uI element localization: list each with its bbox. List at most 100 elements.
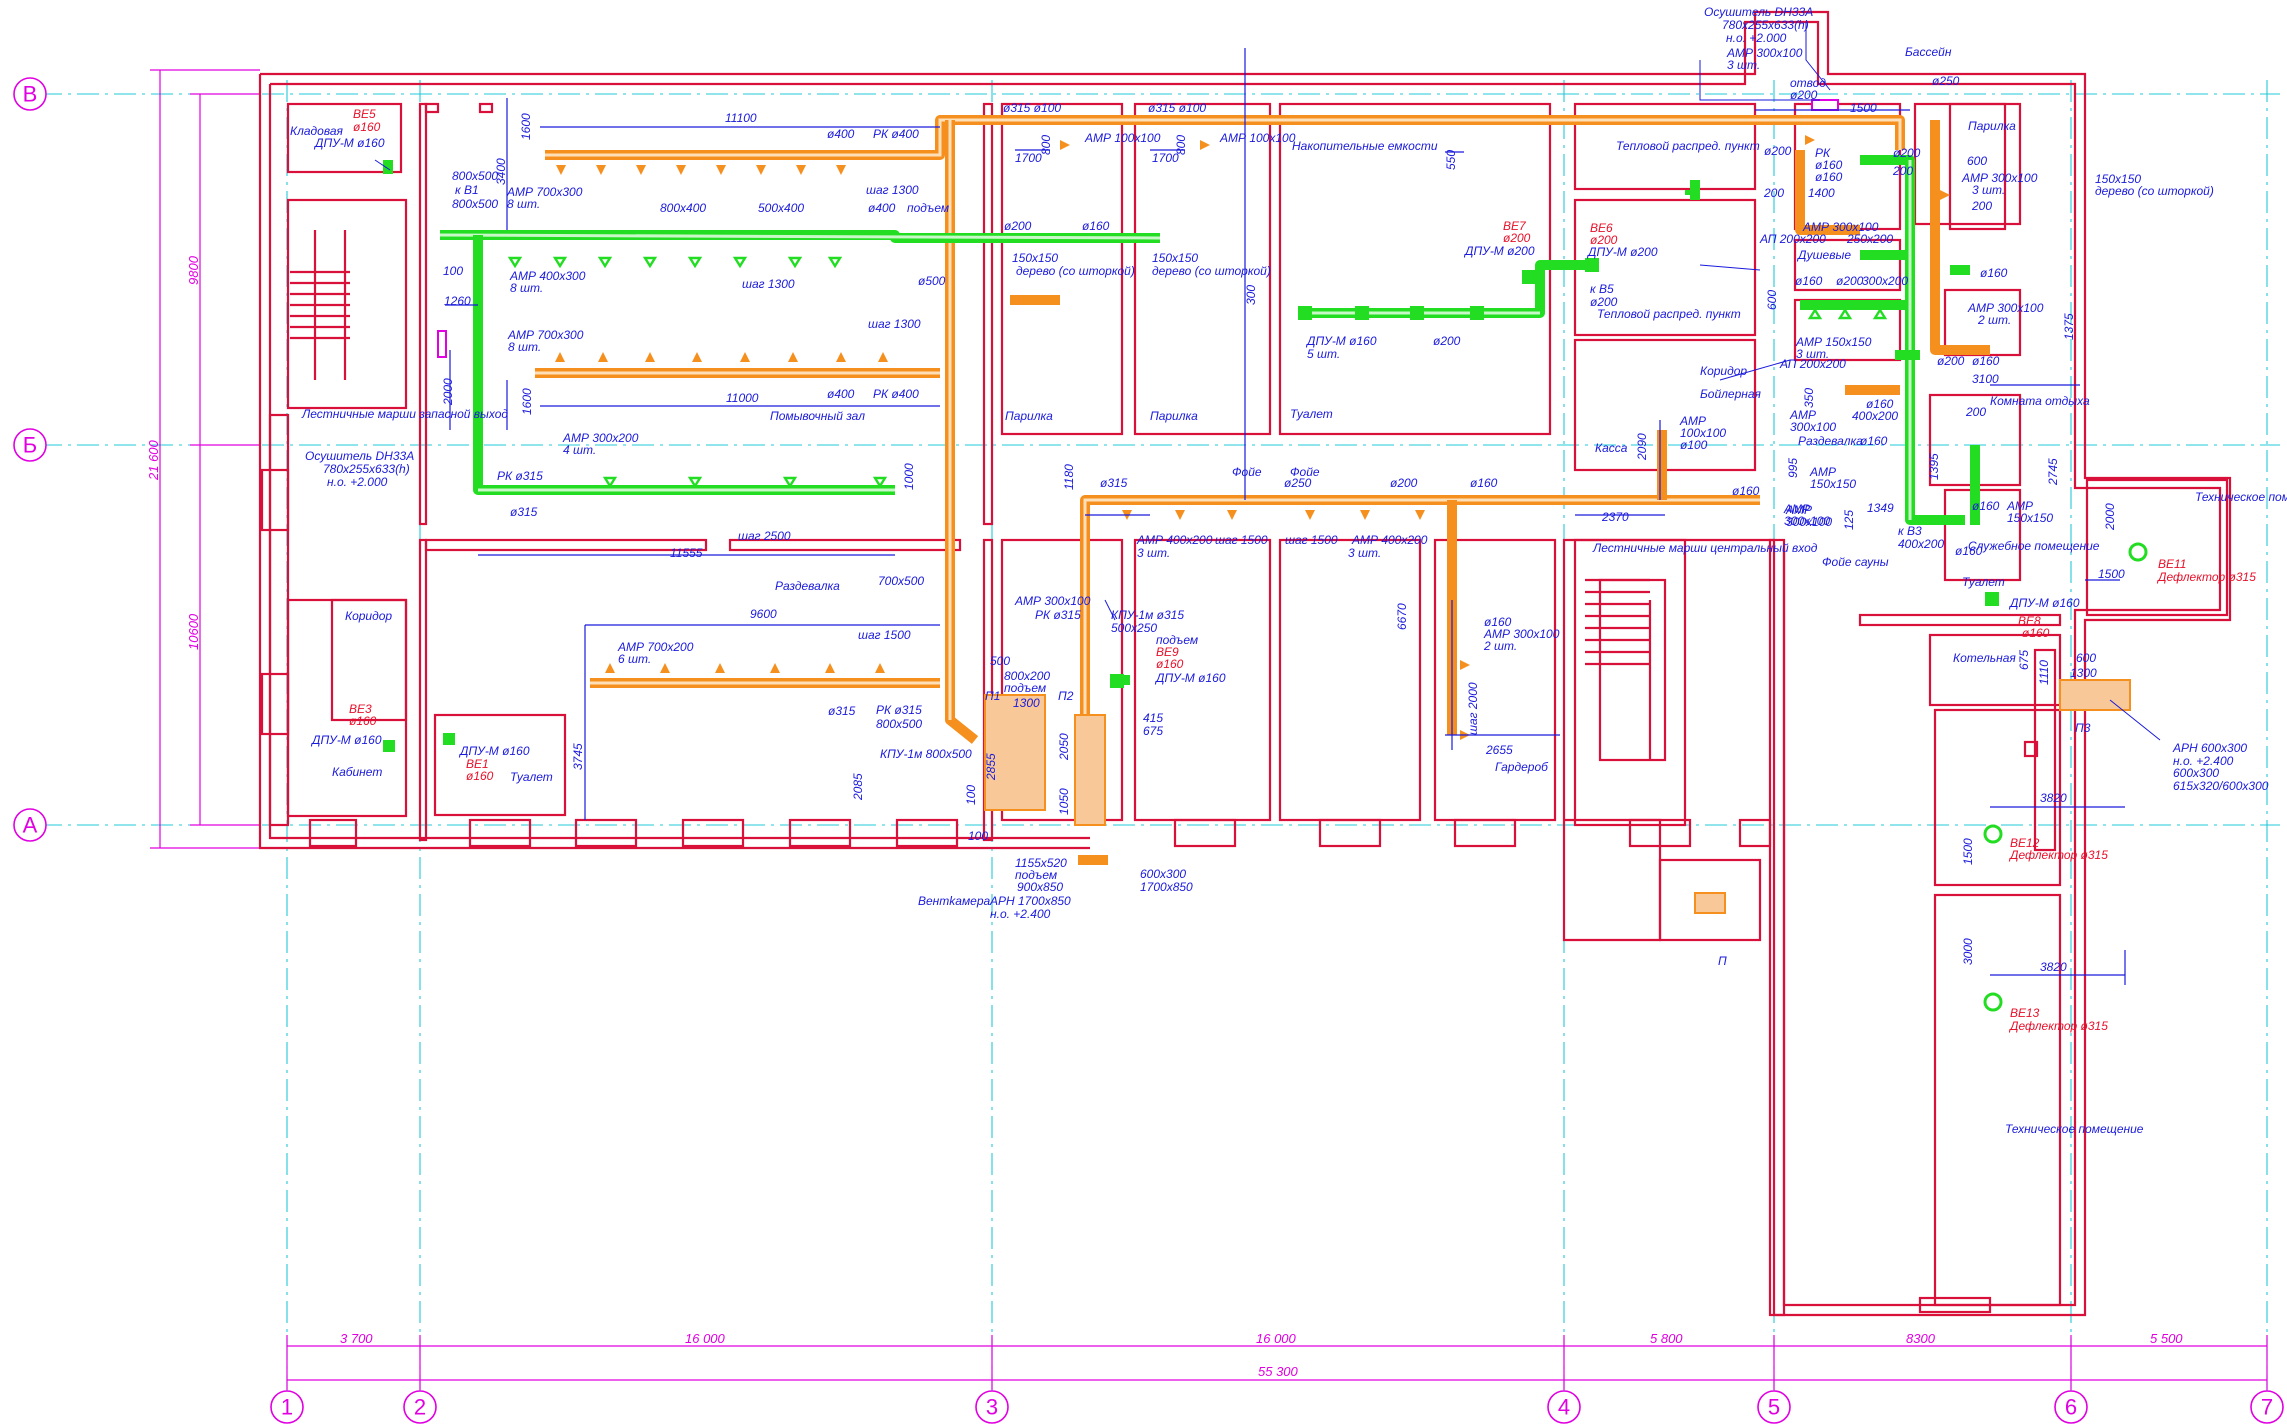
dim-label: ø200 <box>1433 334 1461 348</box>
bottom-dimension-chain <box>286 1335 2268 1390</box>
tag-ve11: ВЕ11 <box>2158 557 2186 571</box>
tag-p: П <box>1718 954 1727 968</box>
dim-label: 6670 <box>1395 603 1409 630</box>
dim-label: ø400 <box>827 127 855 141</box>
dim-label: 11000 <box>726 391 759 405</box>
dim-label: ø160 <box>1866 397 1894 411</box>
axis-bubble-col-3: 3 <box>975 1390 1009 1424</box>
room-label: Техническое помещение <box>2005 1122 2144 1136</box>
tag-ve8-diam: ø160 <box>2022 626 2050 640</box>
label-grille: АМР 400x300 <box>509 269 586 283</box>
dim-label: ø315 <box>1100 476 1128 490</box>
dim-label: ø315 ø100 <box>1148 101 1206 115</box>
dim-label: ø200 <box>1390 476 1418 490</box>
label-grille-size: 300x100 <box>1784 514 1830 528</box>
room-label: Фойе <box>1232 465 1262 479</box>
dim-left-9800: 9800 <box>186 255 201 285</box>
tag-ve6: ВЕ6 <box>1590 221 1613 235</box>
dim-label: ø200 <box>1937 354 1965 368</box>
label-dpu: ДПУ-М ø200 <box>1463 244 1535 258</box>
dim-label: 100 <box>968 829 988 843</box>
dim-label: 800x200 <box>1004 669 1050 683</box>
label-branch: отвод <box>1790 76 1826 90</box>
dim-label: 1600 <box>519 113 533 140</box>
label-damper: РК <box>1815 146 1831 160</box>
label-damper: РК ø400 <box>873 387 919 401</box>
room-label: Служебное помещение <box>1968 539 2100 553</box>
dim-label: ø100 <box>1680 438 1708 452</box>
dim-label: 800 <box>1039 135 1053 155</box>
dim-label: 2000 <box>441 378 455 406</box>
label-dehumidifier-size: 780x255x633(h) <box>323 462 410 476</box>
label-grille: АМР <box>1809 465 1836 479</box>
dim-label: ø160 <box>1484 615 1512 629</box>
label-grille-size: 300x100 <box>1786 515 1832 529</box>
dim-label: ø160 <box>1955 544 1983 558</box>
dim-label: ø160 <box>1470 476 1498 490</box>
dim-label: ø200 <box>1764 144 1792 158</box>
dim-label: 600 <box>2076 651 2096 665</box>
axis-bubble-col-2: 2 <box>403 1390 437 1424</box>
axis-bubble-col-6: 6 <box>2054 1390 2088 1424</box>
dim-label: ø160 <box>1815 170 1843 184</box>
dim-label: 1700 <box>1152 151 1179 165</box>
room-label: Лестничные марши запасной выход <box>301 407 508 421</box>
dim-label: шаг 1500 <box>1285 533 1338 547</box>
dim-label: 100 <box>443 264 463 278</box>
dim-label: ø200 <box>1004 219 1032 233</box>
dim-label: ø250 <box>1932 74 1960 88</box>
label-count: 5 шт. <box>1307 347 1340 361</box>
label-dehumidifier-level: н.о. +2.000 <box>1726 31 1787 45</box>
dim-span-1-2: 3 700 <box>340 1331 373 1346</box>
dim-label: 1300 <box>1013 696 1040 710</box>
dim-label: 1300 <box>2070 666 2097 680</box>
room-label: Раздевалка <box>1798 434 1863 448</box>
building-walls <box>258 10 2232 1317</box>
dim-label: 1375 <box>2062 313 2076 340</box>
room-label: Кабинет <box>332 765 382 779</box>
dim-label: 1260 <box>444 294 471 308</box>
dim-label: ø160 <box>1980 266 2008 280</box>
label-grille: АМР 300x100 <box>1014 594 1091 608</box>
tag-ve5-diam: ø160 <box>353 120 381 134</box>
dim-label: 300 <box>1244 285 1258 305</box>
label-damper: РК ø315 <box>497 469 543 483</box>
dim-label: ø160 <box>1082 219 1110 233</box>
dim-label: шаг 1300 <box>866 183 919 197</box>
dim-label: 500x250 <box>1111 621 1157 635</box>
label-grille: АМР 400x200 <box>1351 533 1428 547</box>
dim-label: 3400 <box>494 158 508 185</box>
label-grille: АМР 150x150 <box>1795 335 1872 349</box>
dim-label: ø200 <box>1590 295 1618 309</box>
label-grille: АМР 300x200 <box>562 431 639 445</box>
label-valve: КПУ-1м ø315 <box>1111 608 1184 622</box>
room-label: Помывочный зал <box>770 409 865 423</box>
dim-label: 415 <box>1143 711 1163 725</box>
label-grille: АМР 300x100 <box>1961 171 2038 185</box>
label-damper: РК ø315 <box>1035 608 1081 622</box>
room-label: Туалет <box>1290 407 1333 421</box>
dim-label: 800x500 <box>876 717 922 731</box>
label-grille-count: 6 шт. <box>618 652 651 666</box>
label-grille: АМР 300x100 <box>1483 627 1560 641</box>
tag-ve12-deflector: Дефлектор ø315 <box>2008 848 2108 862</box>
dim-label: 995 <box>1786 458 1800 478</box>
dim-label: шаг 1300 <box>868 317 921 331</box>
axis-bubble-col-4: 4 <box>1547 1390 1581 1424</box>
label-to-v1: к В1 <box>455 183 479 197</box>
tag-ve5: ВЕ5 <box>353 107 376 121</box>
dim-label: 2745 <box>2046 458 2060 486</box>
label-riser: подъем <box>907 201 949 215</box>
dim-label: ø160 <box>1795 274 1823 288</box>
tag-ve7: ВЕ7 <box>1503 219 1527 233</box>
label-riser: подъем <box>1004 681 1046 695</box>
dim-label: 700x500 <box>878 574 924 588</box>
dim-label: 3100 <box>1972 372 1999 386</box>
label-damper: РК ø315 <box>876 703 922 717</box>
dim-label: 1155x520 <box>1015 856 1067 870</box>
dim-label: ø160 <box>1860 434 1888 448</box>
dim-label: 2655 <box>1485 743 1513 757</box>
dim-label: ø250 <box>1284 476 1312 490</box>
axis-label-col-4: 4 <box>1558 1395 1570 1420</box>
label-grille: АМР <box>1783 502 1810 516</box>
